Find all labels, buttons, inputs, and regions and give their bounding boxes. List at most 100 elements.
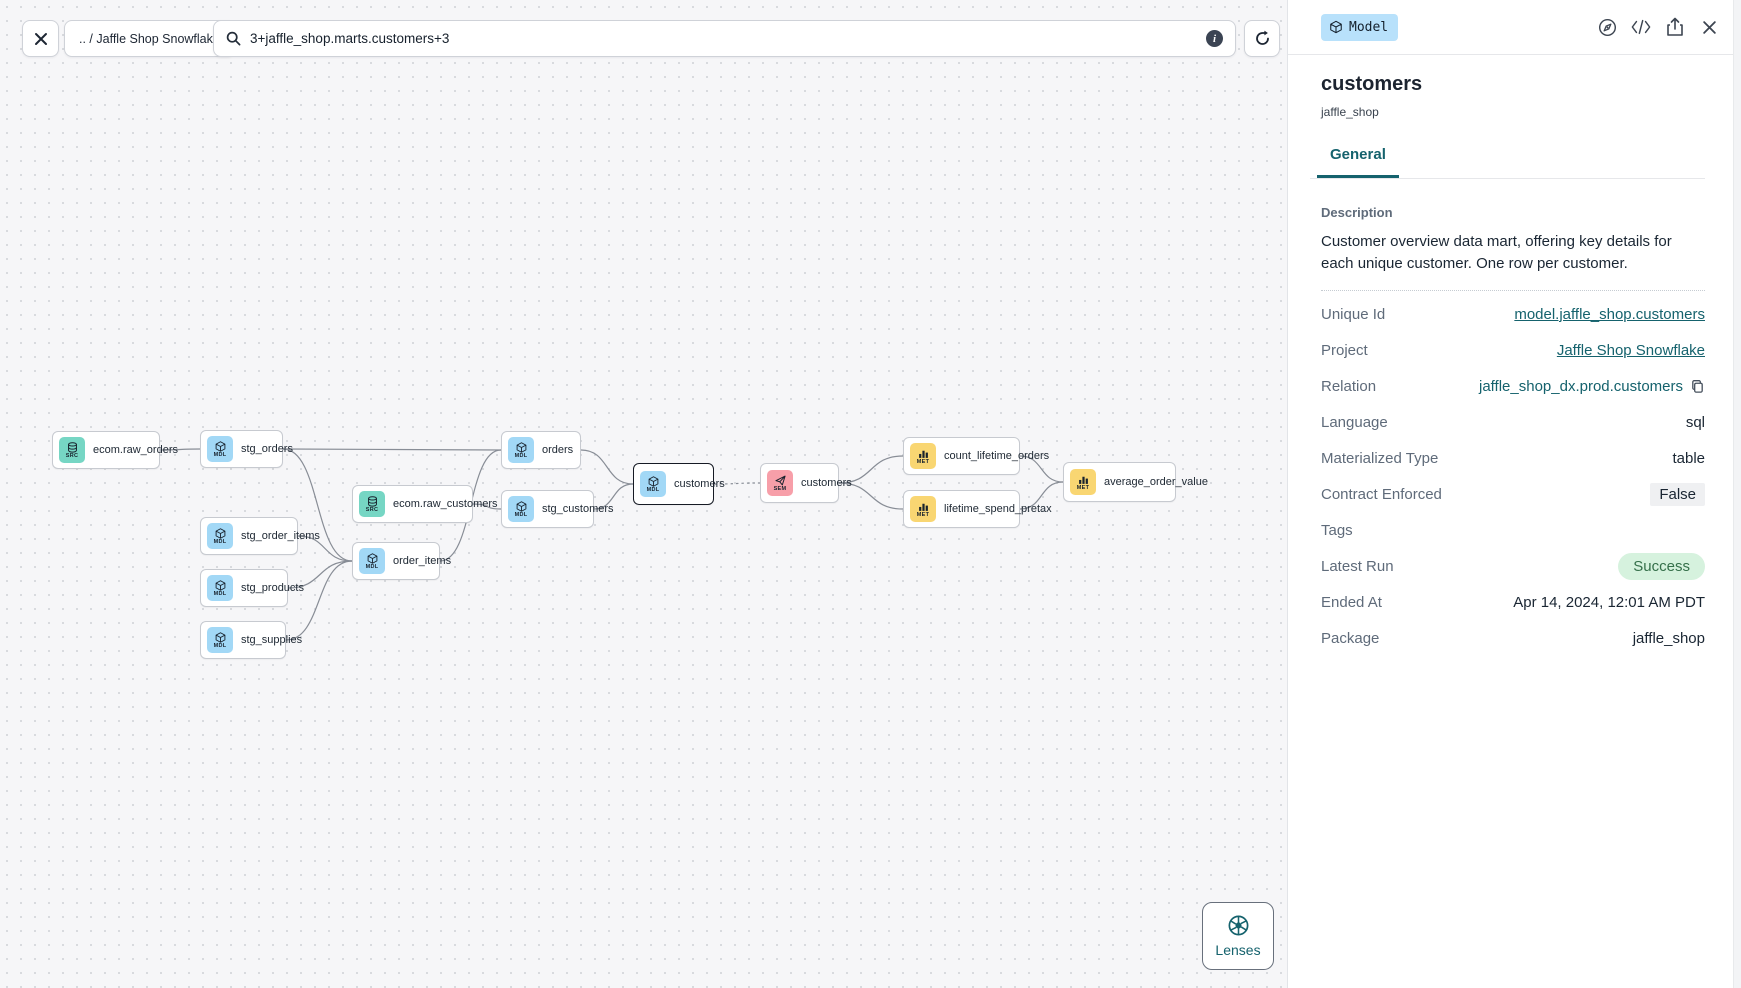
resource-type-badge: Model <box>1321 13 1399 41</box>
field-label: Tags <box>1321 522 1353 539</box>
field-label: Project <box>1321 342 1368 359</box>
field-label: Language <box>1321 414 1388 431</box>
field-label: Ended At <box>1321 594 1382 611</box>
refresh-icon <box>1255 30 1269 45</box>
divider <box>1321 289 1705 291</box>
description-text: Customer overview data mart, offering ke… <box>1321 233 1672 272</box>
database-icon: SRC <box>359 491 385 517</box>
field-row: Language sql <box>1310 405 1705 441</box>
field-row: Package jaffle_shop <box>1310 621 1705 657</box>
field-label: Materialized Type <box>1321 450 1439 467</box>
node-label: orders <box>542 444 574 456</box>
copy-icon <box>1692 380 1703 393</box>
view-code-button[interactable] <box>1631 17 1651 37</box>
semantic-icon: SEM <box>767 470 793 496</box>
dag-node-lifetime_spend_pretax[interactable]: MET lifetime_spend_pretax <box>903 490 1052 528</box>
cube-icon: MDL <box>207 523 233 549</box>
dag-node-stg_order_items[interactable]: MDL stg_order_items <box>200 517 320 555</box>
node-label: ecom.raw_customers <box>393 498 498 510</box>
breadcrumb[interactable]: .. / Jaffle Shop Snowflake <box>64 20 235 57</box>
node-label: stg_orders <box>241 443 293 455</box>
search-icon <box>226 31 241 46</box>
copy-button[interactable] <box>1690 379 1705 394</box>
explore-button[interactable] <box>1597 17 1617 37</box>
dag-node-order_items[interactable]: MDL order_items <box>352 542 451 580</box>
node-label: ecom.raw_orders <box>93 444 178 456</box>
field-row: Materialized Type table <box>1310 441 1705 477</box>
field-value: sql <box>1685 414 1705 431</box>
node-label: lifetime_spend_pretax <box>944 503 1052 515</box>
share-button[interactable] <box>1665 17 1685 37</box>
description-label: Description <box>1321 205 1393 220</box>
close-icon <box>1702 20 1716 34</box>
cube-icon: MDL <box>640 471 666 497</box>
cube-icon: MDL <box>207 575 233 601</box>
field-row: Latest Run Success <box>1310 549 1705 585</box>
database-icon: SRC <box>59 437 85 463</box>
lenses-button[interactable]: Lenses <box>1202 902 1274 970</box>
compass-icon <box>1598 18 1616 36</box>
close-lineage-button[interactable] <box>22 20 59 57</box>
panel-tabs: General <box>1310 146 1705 179</box>
edge-stg_orders-to-orders <box>282 448 502 451</box>
node-label: stg_order_items <box>241 530 320 542</box>
cube-icon: MDL <box>508 496 534 522</box>
search-input[interactable] <box>250 31 1206 46</box>
status-badge: False <box>1650 483 1705 506</box>
node-label: count_lifetime_orders <box>944 450 1050 462</box>
dag-node-count_lifetime_orders[interactable]: MET count_lifetime_orders <box>903 437 1049 475</box>
dag-node-ecom_raw_customers[interactable]: SRC ecom.raw_customers <box>352 485 498 523</box>
dag-node-orders[interactable]: MDL orders <box>501 431 581 469</box>
node-label: stg_products <box>241 582 304 594</box>
cube-icon: MDL <box>207 436 233 462</box>
field-label: Contract Enforced <box>1321 486 1442 503</box>
refresh-button[interactable] <box>1244 20 1280 57</box>
node-label: average_order_value <box>1104 476 1208 488</box>
close-panel-button[interactable] <box>1699 17 1719 37</box>
field-label: Latest Run <box>1321 558 1394 575</box>
field-row: Contract Enforced False <box>1310 477 1705 513</box>
details-panel: Model <box>1287 0 1741 988</box>
resource-type-label: Model <box>1349 19 1389 35</box>
cube-icon: MDL <box>359 548 385 574</box>
panel-scrollbar[interactable] <box>1733 0 1741 988</box>
node-label: stg_supplies <box>241 634 303 646</box>
share-icon <box>1667 17 1683 36</box>
close-icon <box>34 32 47 45</box>
field-value-link[interactable]: model.jaffle_shop.customers <box>1514 306 1705 323</box>
field-value-link[interactable]: Jaffle Shop Snowflake <box>1556 342 1705 359</box>
field-value: jaffle_shop_dx.prod.customers <box>1478 378 1683 395</box>
edge-stg_supplies-to-order_items <box>285 560 353 641</box>
dag-node-average_order_value[interactable]: MET average_order_value <box>1063 462 1208 502</box>
panel-header: Model <box>1288 0 1741 55</box>
breadcrumb-label: .. / Jaffle Shop Snowflake <box>79 31 220 46</box>
field-value: table <box>1672 450 1705 467</box>
field-label: Package <box>1321 630 1380 647</box>
node-label: customers <box>801 477 852 489</box>
metric-chart-icon: MET <box>910 496 936 522</box>
field-row: Unique Id model.jaffle_shop.customers <box>1310 297 1705 333</box>
metric-chart-icon: MET <box>910 443 936 469</box>
cube-icon: MDL <box>508 437 534 463</box>
dag-node-stg_orders[interactable]: MDL stg_orders <box>200 430 293 468</box>
field-label: Unique Id <box>1321 306 1386 323</box>
tab-general[interactable]: General <box>1317 146 1399 178</box>
edge-orders-to-customers_model <box>580 449 634 485</box>
lenses-label: Lenses <box>1215 942 1261 958</box>
node-label: order_items <box>393 555 452 567</box>
status-badge: Success <box>1618 553 1705 580</box>
dag-node-stg_products[interactable]: MDL stg_products <box>200 569 304 607</box>
metric-chart-icon: MET <box>1070 469 1096 495</box>
field-row: Project Jaffle Shop Snowflake <box>1310 333 1705 369</box>
page-title: customers <box>1321 73 1423 95</box>
info-icon[interactable]: i <box>1206 30 1223 47</box>
dag-node-ecom_raw_orders[interactable]: SRC ecom.raw_orders <box>52 431 178 469</box>
dag-node-customers_sem[interactable]: SEM customers <box>760 463 852 503</box>
field-value: jaffle_shop <box>1632 630 1705 647</box>
